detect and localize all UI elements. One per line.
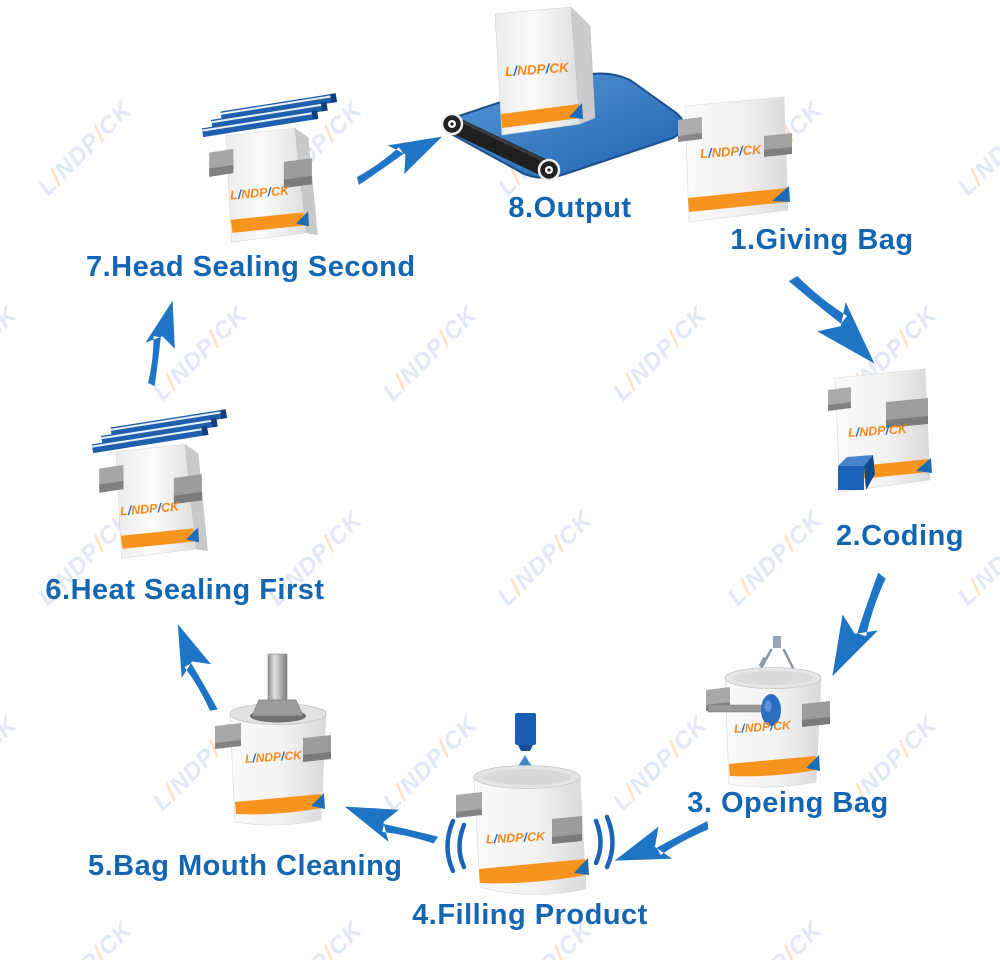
gripper-clip	[828, 387, 851, 411]
step-head-sealing-second: L/NDP/CK	[198, 93, 338, 254]
gripper-clip	[173, 474, 202, 505]
step-filling-product: L/NDP/CK	[440, 705, 630, 905]
step-label-opening-bag: 3. Opeing Bag	[687, 787, 889, 819]
watermark-text: L/NDP/CK	[0, 711, 23, 757]
filling-nozzle-icon	[515, 713, 536, 751]
gripper-clip	[552, 816, 582, 844]
cleaner-shaft	[267, 653, 288, 703]
watermark-text: L/NDP/CK	[953, 916, 1000, 960]
suction-cup-icon	[761, 694, 781, 726]
step-opening-bag: L/NDP/CK	[698, 632, 838, 797]
conveyor-roller	[537, 158, 561, 182]
gripper-clip	[764, 133, 792, 157]
seal-bar	[101, 417, 218, 445]
conveyor-output-icon	[440, 6, 685, 182]
step-heat-sealing-first: L/NDP/CK	[88, 409, 228, 570]
seal-bar	[211, 101, 328, 129]
gripper-clip	[802, 701, 830, 727]
cleaning-bag-icon	[215, 653, 331, 826]
gripper-clip	[886, 398, 928, 428]
step-giving-bag: L/NDP/CK	[678, 92, 798, 232]
gripper-clip	[209, 148, 234, 177]
watermark-text: L/NDP/CK	[739, 916, 828, 960]
gripper-clip	[303, 735, 331, 762]
step-label-output: 8.Output	[508, 192, 632, 224]
spray-nozzle-icon	[758, 636, 795, 672]
watermark-text: L/NDP/CK	[377, 301, 483, 407]
coding-bag-icon	[828, 368, 932, 493]
watermark-text: L/NDP/CK	[607, 301, 713, 407]
coding-printer-icon	[838, 455, 875, 490]
step-label-bag-mouth-cleaning: 5.Bag Mouth Cleaning	[88, 850, 403, 882]
sealing-bag-icon	[201, 93, 338, 243]
opening-bag-icon	[706, 636, 830, 788]
gripper-clip	[215, 723, 241, 749]
conveyor-roller	[440, 112, 464, 136]
step-bag-mouth-cleaning: L/NDP/CK	[215, 648, 350, 838]
step-label-coding: 2.Coding	[835, 520, 965, 552]
flat-bag-icon	[678, 96, 792, 223]
vibration-lines	[445, 814, 615, 874]
seal-bar	[91, 426, 209, 454]
step-output: L/NDP/CK	[425, 2, 693, 192]
watermark-text: L/NDP/CK	[0, 301, 23, 347]
seal-bar	[220, 93, 338, 121]
step-label-giving-bag: 1.Giving Bag	[730, 224, 914, 256]
step-label-filling-product: 4.Filling Product	[412, 899, 648, 931]
cleaner-head	[251, 699, 304, 717]
arrow-6-to-7	[134, 296, 189, 389]
gripper-clip	[678, 117, 702, 142]
arrow-2-to-3	[813, 567, 903, 685]
step-label-head-sealing-second: 7.Head Sealing Second	[86, 251, 416, 283]
filling-bag-icon	[445, 713, 615, 895]
step-label-heat-sealing-first: 6.Heat Sealing First	[45, 574, 325, 606]
watermark-text: L/NDP/CK	[49, 916, 138, 960]
watermark-text: L/NDP/CK	[279, 916, 368, 960]
watermark-text: L/NDP/CK	[492, 506, 598, 612]
sealing-bag-icon	[91, 409, 228, 559]
gripper-clip	[283, 158, 312, 189]
step-coding: L/NDP/CK	[828, 366, 933, 506]
gripper-clip	[456, 792, 482, 818]
seal-bar	[110, 409, 228, 437]
watermark-text: L/NDP/CK	[32, 96, 138, 202]
watermark-text: L/NDP/CK	[952, 127, 1000, 202]
seal-bar	[201, 110, 319, 138]
gripper-clip	[99, 464, 124, 493]
arrow-1-to-2	[780, 262, 889, 379]
